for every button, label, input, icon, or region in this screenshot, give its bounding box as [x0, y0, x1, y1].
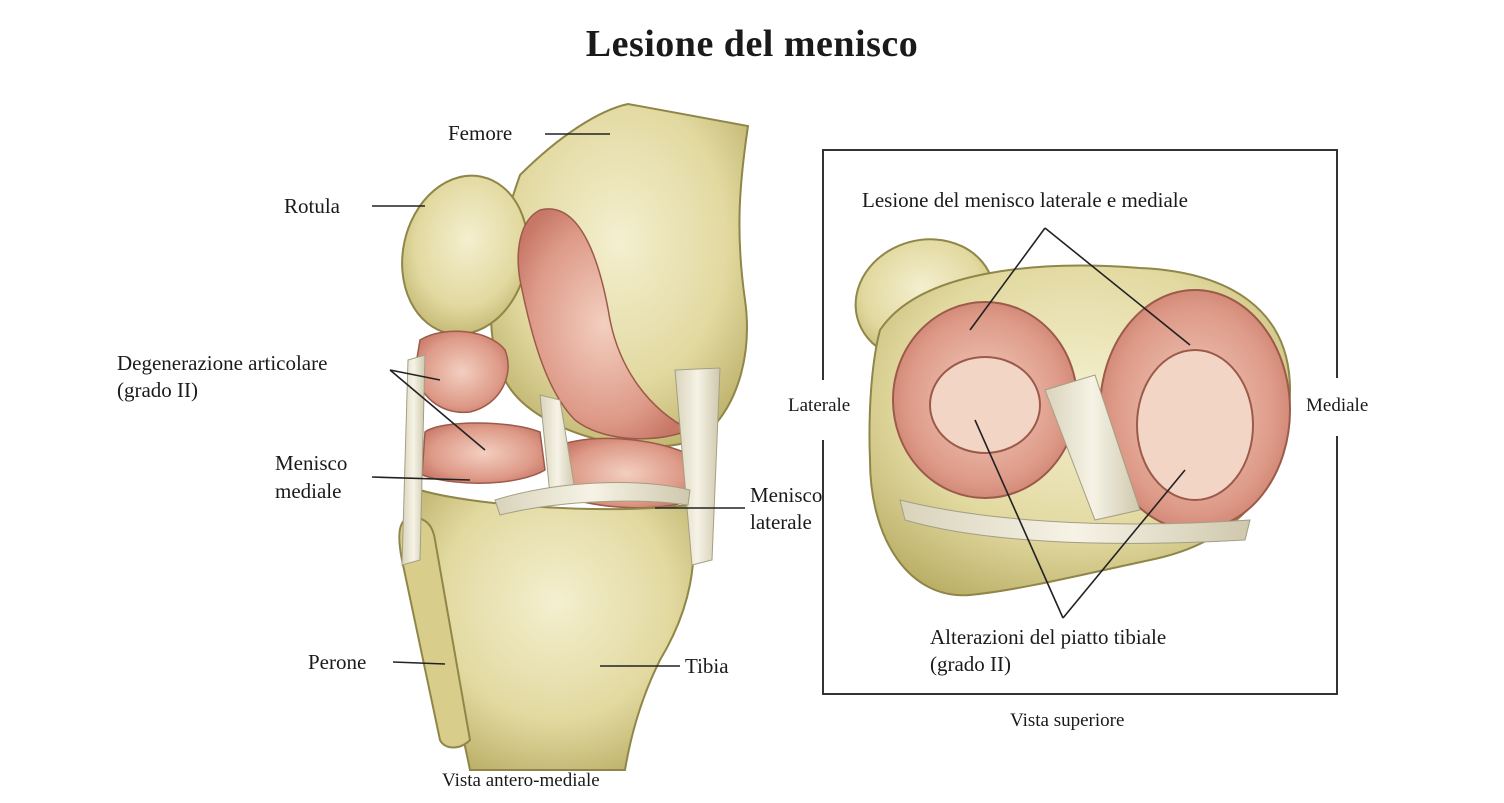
label-alterazioni-1: Alterazioni del piatto tibiale [930, 625, 1167, 649]
label-menisco-laterale-1: Menisco [750, 483, 823, 507]
femoral-cartilage [517, 208, 692, 440]
label-tibia: Tibia [685, 654, 729, 678]
label-laterale: Laterale [788, 395, 851, 416]
diagram-title: Lesione del menisco [585, 23, 919, 65]
posterior-ligament-top [899, 499, 1251, 544]
lateral-plateau-center [929, 356, 1041, 454]
label-mediale: Mediale [1306, 395, 1369, 416]
fibula-shape [398, 517, 472, 749]
transverse-ligament [494, 482, 691, 516]
medial-ligament [401, 354, 426, 566]
right-leader-lines [969, 227, 1191, 619]
medial-meniscus-shape [421, 422, 546, 484]
medial-plateau-center [1136, 349, 1254, 501]
label-menisco-mediale-1: Menisco [275, 451, 348, 475]
left-leader-lines [371, 133, 745, 667]
label-menisco-mediale-2: mediale [275, 479, 342, 503]
caption-superior-view: Vista superiore [1010, 710, 1125, 731]
tibial-plateau-view [854, 238, 1292, 597]
label-femore: Femore [448, 121, 513, 145]
caption-anterior-view: Vista antero-mediale [442, 770, 600, 791]
label-perone: Perone [308, 650, 367, 674]
cruciate-ligaments-top [1044, 374, 1141, 521]
label-alterazioni-2: (grado II) [930, 652, 1012, 676]
label-menisco-laterale-2: laterale [750, 510, 812, 534]
label-rotula: Rotula [284, 194, 340, 218]
label-degenerazione-2: (grado II) [117, 378, 199, 402]
knee-anterior-view [398, 102, 750, 771]
label-degenerazione-1: Degenerazione articolare [117, 351, 328, 375]
label-lesione-menisco: Lesione del menisco laterale e mediale [862, 188, 1188, 212]
articular-degeneration [414, 330, 509, 413]
